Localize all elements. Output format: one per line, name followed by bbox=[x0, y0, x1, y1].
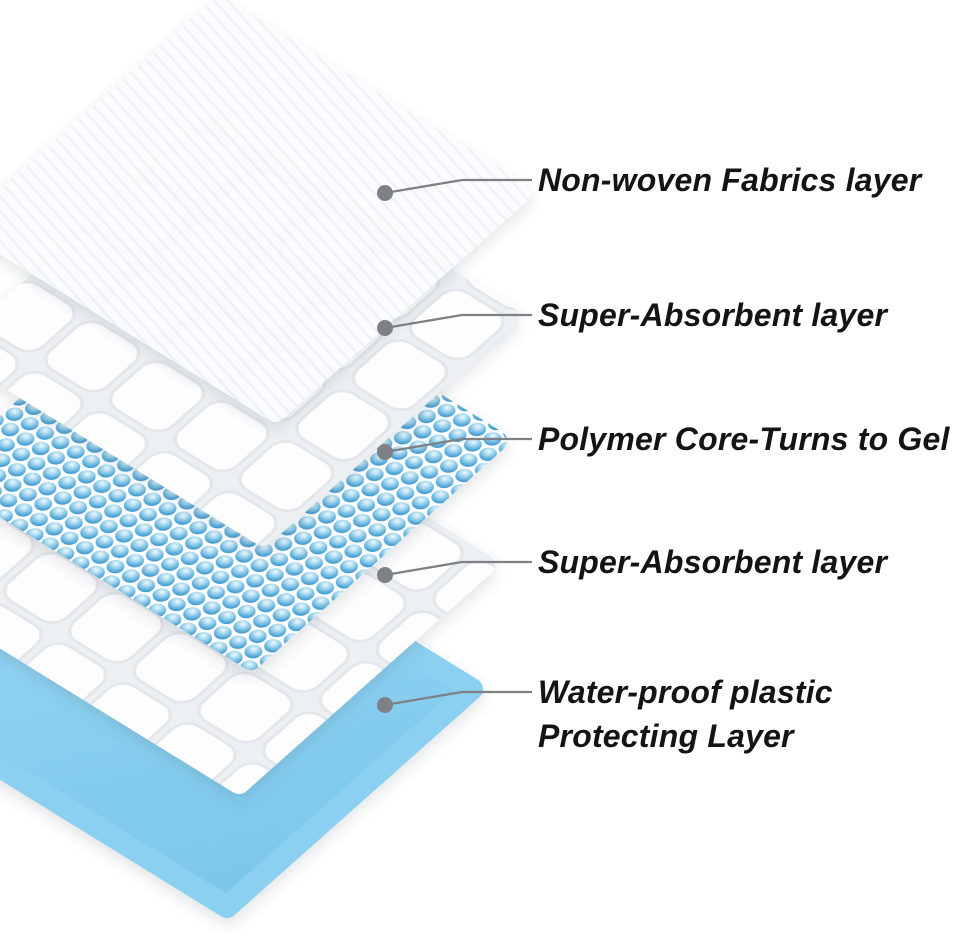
callout-dots bbox=[377, 185, 393, 713]
callout-line-super-absorbent-bottom bbox=[384, 560, 532, 577]
label-text: Non-woven Fabrics layer bbox=[538, 162, 922, 198]
label-text-line1: Water-proof plastic bbox=[538, 674, 833, 710]
label-text: Super-Absorbent layer bbox=[538, 297, 888, 333]
callouts bbox=[384, 178, 532, 707]
label-super-absorbent-top: Super-Absorbent layer bbox=[538, 293, 887, 337]
callout-line-super-absorbent-top bbox=[384, 313, 532, 330]
label-text: Super-Absorbent layer bbox=[538, 544, 888, 580]
non-woven-sheet bbox=[0, 0, 531, 422]
label-polymer-core: Polymer Core-Turns to Gel bbox=[538, 417, 950, 461]
callout-dot-polymer-core bbox=[377, 444, 393, 460]
label-non-woven: Non-woven Fabrics layer bbox=[538, 158, 921, 202]
label-super-absorbent-bottom: Super-Absorbent layer bbox=[538, 540, 887, 584]
callout-line-non-woven bbox=[384, 178, 532, 195]
callout-dot-super-absorbent-top bbox=[377, 320, 393, 336]
callout-line-waterproof bbox=[384, 690, 532, 707]
callout-dot-super-absorbent-bottom bbox=[377, 567, 393, 583]
label-text-line2: Protecting Layer bbox=[538, 718, 794, 754]
callout-dot-waterproof bbox=[377, 697, 393, 713]
callout-line-polymer-core bbox=[384, 437, 532, 454]
callout-dot-non-woven bbox=[377, 185, 393, 201]
label-text: Polymer Core-Turns to Gel bbox=[538, 421, 950, 457]
label-waterproof: Water-proof plastic Protecting Layer bbox=[538, 670, 833, 758]
